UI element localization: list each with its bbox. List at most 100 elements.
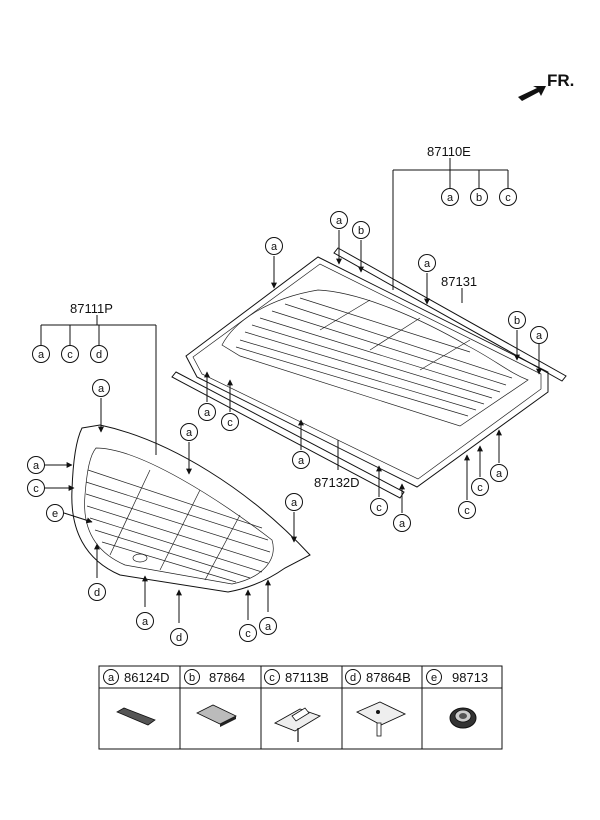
callout-a: a	[490, 464, 508, 482]
callout-a: a	[27, 456, 45, 474]
pad-edge-icon	[220, 716, 236, 727]
svg-text:b: b	[514, 315, 520, 327]
svg-text:a: a	[98, 383, 105, 395]
legend-cell-d: d 87864B	[345, 669, 411, 737]
callout-c: c	[471, 478, 489, 496]
legend-part-number: 87864	[209, 670, 245, 685]
svg-text:a: a	[424, 258, 431, 270]
svg-text:a: a	[204, 407, 211, 419]
callout-a: a	[265, 237, 283, 255]
callout-c: c	[499, 188, 517, 206]
svg-text:d: d	[94, 587, 100, 599]
callout-b: b	[470, 188, 488, 206]
callout-b: b	[508, 311, 526, 329]
svg-text:e: e	[431, 672, 437, 684]
svg-text:a: a	[496, 468, 503, 480]
callout-leaders	[45, 230, 542, 623]
svg-text:e: e	[52, 508, 58, 520]
front-arrow-icon	[518, 86, 546, 101]
part-number-87110E: 87110E	[427, 144, 471, 159]
callout-a: a	[285, 493, 303, 511]
legend-cell-e: e 98713	[426, 669, 488, 729]
callout-c: c	[221, 413, 239, 431]
front-label: FR.	[547, 71, 574, 90]
svg-text:a: a	[298, 455, 305, 467]
svg-text:c: c	[67, 349, 73, 361]
upper-defroster-grid	[221, 289, 529, 427]
svg-text:c: c	[33, 483, 39, 495]
callout-a: a	[180, 423, 198, 441]
lower-glass-inner-edge	[84, 447, 274, 585]
callout-a: a	[292, 451, 310, 469]
svg-text:a: a	[536, 330, 543, 342]
svg-text:a: a	[265, 621, 272, 633]
callout-b: b	[352, 221, 370, 239]
legend-table: a 86124D b 87864 c 87113B d 87864B	[98, 665, 503, 750]
svg-text:c: c	[505, 192, 511, 204]
tape-clip-icon	[116, 707, 156, 726]
svg-text:b: b	[476, 192, 482, 204]
callout-d: d	[88, 583, 106, 601]
svg-text:c: c	[227, 417, 233, 429]
callout-d: d	[90, 345, 108, 363]
callout-a: a	[530, 326, 548, 344]
assembly-leaders	[40, 158, 509, 470]
upper-molding-strip	[333, 247, 567, 382]
svg-text:a: a	[108, 672, 115, 684]
callout-a: a	[198, 403, 216, 421]
callout-c: c	[370, 498, 388, 516]
callout-d: d	[170, 628, 188, 646]
callout-e: e	[46, 504, 64, 522]
callout-a: a	[393, 514, 411, 532]
svg-text:c: c	[477, 482, 483, 494]
callout-c: c	[27, 479, 45, 497]
callout-c: c	[458, 501, 476, 519]
retainer-icon	[355, 701, 407, 726]
legend-part-number: 87113B	[285, 670, 329, 685]
callouts: a b c a b a a b a a c a c a c c a a c d …	[27, 188, 548, 646]
svg-text:a: a	[271, 241, 278, 253]
callout-c: c	[239, 624, 257, 642]
rear-glass-upper	[171, 247, 567, 499]
callout-a: a	[259, 617, 277, 635]
callout-a: a	[418, 254, 436, 272]
svg-text:a: a	[33, 460, 40, 472]
svg-text:a: a	[291, 497, 298, 509]
upper-glass-inner-edge	[192, 263, 542, 480]
legend-cell-b: b 87864	[184, 669, 245, 727]
legend-part-number: 86124D	[124, 670, 170, 685]
svg-text:c: c	[269, 672, 275, 684]
svg-text:a: a	[336, 215, 343, 227]
legend-part-number: 98713	[452, 670, 488, 685]
svg-text:a: a	[186, 427, 193, 439]
callout-a: a	[92, 379, 110, 397]
front-direction-indicator: FR.	[518, 71, 574, 101]
callout-a: a	[441, 188, 459, 206]
svg-text:c: c	[376, 502, 382, 514]
svg-text:b: b	[189, 672, 195, 684]
callout-a: a	[330, 211, 348, 229]
upper-defroster-lines	[235, 297, 513, 417]
callout-c: c	[61, 345, 79, 363]
wiper-grommet	[132, 553, 148, 563]
lower-defroster-lines	[85, 469, 271, 583]
svg-text:d: d	[350, 672, 356, 684]
upper-glass-outline	[185, 256, 549, 488]
lower-molding-strip	[171, 371, 405, 499]
rear-glass-lower	[71, 424, 311, 593]
legend-cell-a: a 86124D	[103, 669, 170, 726]
part-number-87132D: 87132D	[314, 475, 360, 490]
svg-text:c: c	[464, 505, 470, 517]
part-number-87111P: 87111P	[70, 301, 113, 316]
svg-text:a: a	[447, 192, 454, 204]
legend-cell-c: c 87113B	[264, 669, 329, 742]
svg-text:a: a	[38, 349, 45, 361]
svg-text:b: b	[358, 225, 364, 237]
svg-text:d: d	[96, 349, 102, 361]
svg-text:d: d	[176, 632, 182, 644]
callout-a: a	[136, 612, 154, 630]
svg-text:a: a	[142, 616, 149, 628]
callout-a: a	[32, 345, 50, 363]
